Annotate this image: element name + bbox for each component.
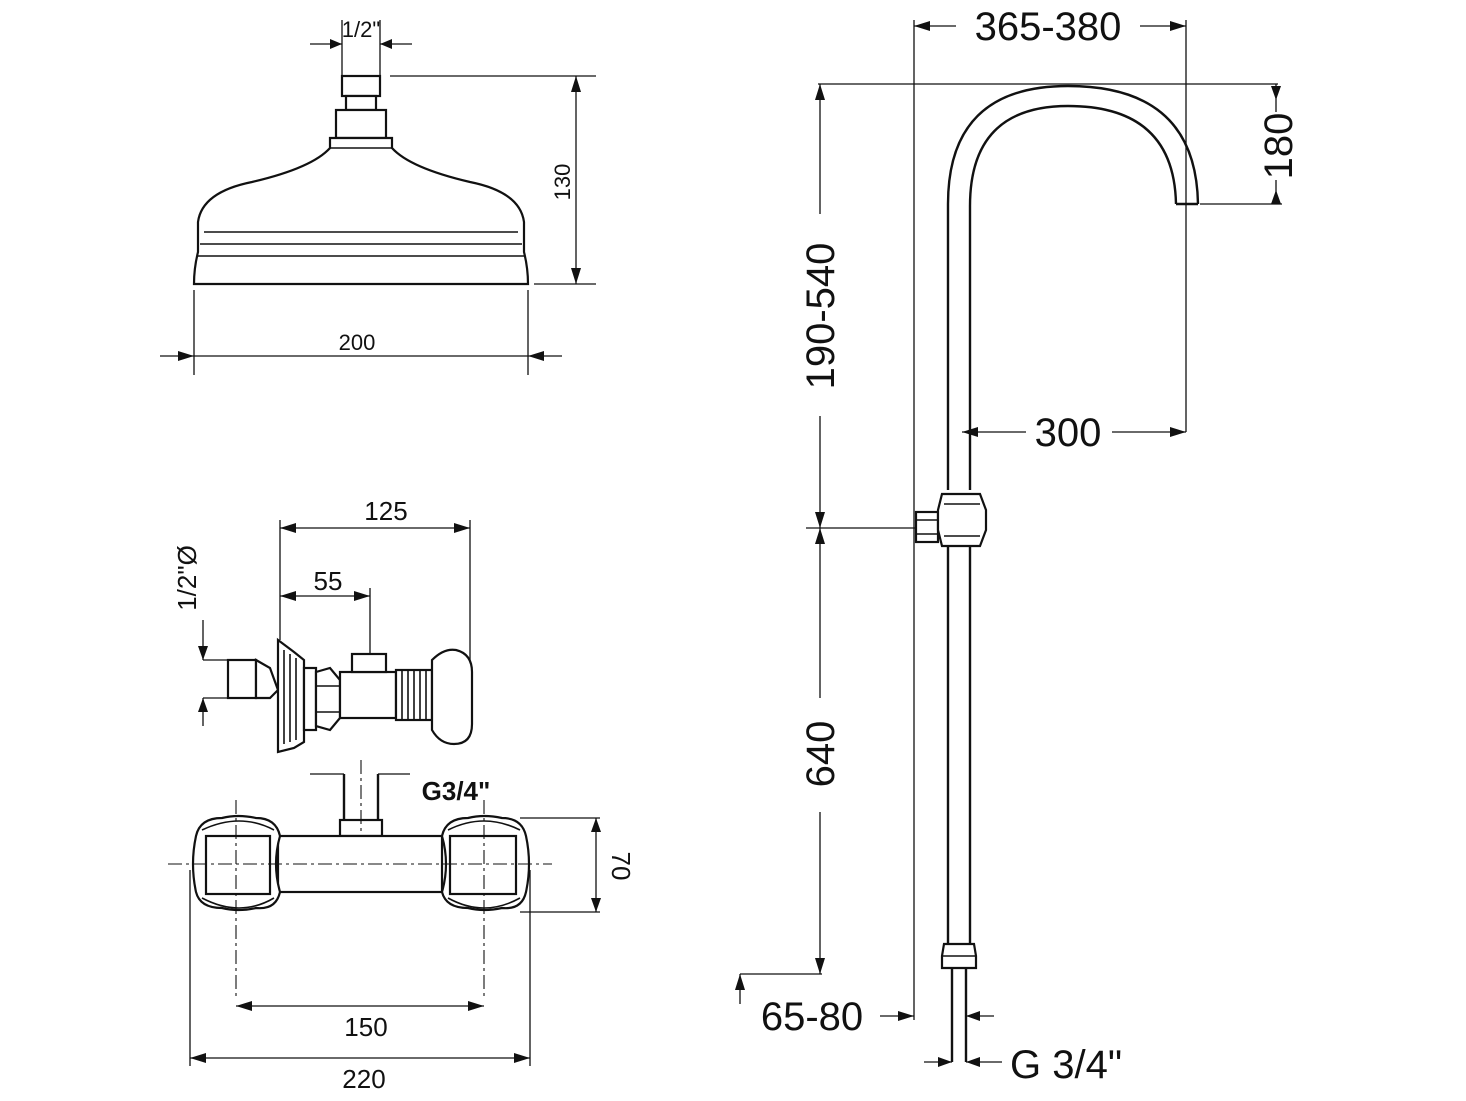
- mixer-outlet-label: G3/4": [422, 776, 491, 806]
- wall-valve-inlet-offset-label: 55: [314, 566, 343, 596]
- riser-adjust-label: 190-540: [799, 243, 843, 390]
- shower-head-height-label: 130: [550, 164, 575, 201]
- wall-valve-depth-label: 125: [364, 496, 407, 526]
- riser-projection-label: 365-380: [975, 5, 1122, 49]
- shower-head-inlet-label: 1/2": [342, 17, 380, 42]
- mixer-centers-label: 150: [344, 1012, 387, 1042]
- riser-arm-drop-label: 180: [1257, 113, 1301, 180]
- riser-arm-reach-label: 300: [1035, 411, 1102, 455]
- mixer-width-label: 220: [342, 1064, 385, 1094]
- shower-riser-drawing: 365-380 180 190-540 300 640 65-80 G 3/4": [735, 5, 1301, 1087]
- mixer-height-label: 70: [606, 852, 636, 881]
- mixer-drawing: G3/4" 70 150 220: [168, 760, 636, 1094]
- riser-base-offset-label: 65-80: [761, 995, 863, 1039]
- riser-thread-label: G 3/4": [1010, 1043, 1122, 1087]
- wall-valve-drawing: 125 55 1/2"Ø: [172, 496, 474, 754]
- riser-rail-label: 640: [799, 721, 843, 788]
- shower-head-width-label: 200: [339, 330, 376, 355]
- shower-head-drawing: 1/2" 130 200: [160, 17, 596, 375]
- wall-valve-thread-label: 1/2"Ø: [172, 545, 202, 611]
